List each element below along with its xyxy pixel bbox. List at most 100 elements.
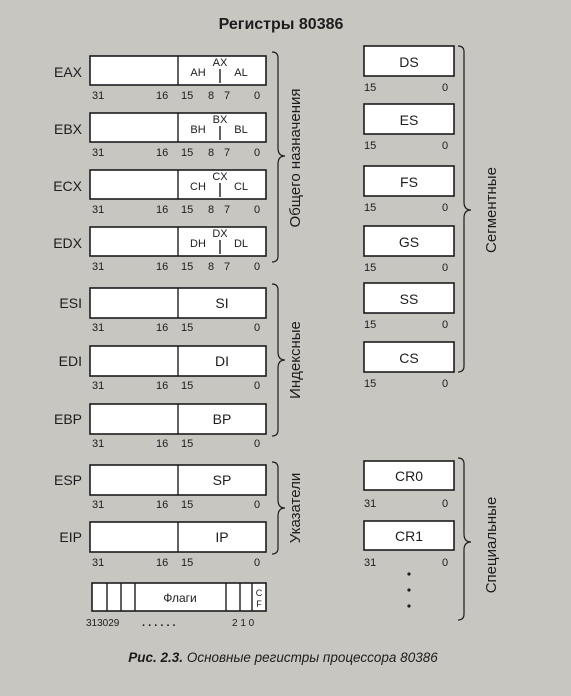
svg-text:0: 0	[442, 378, 448, 390]
register-name-edx: EDX	[53, 235, 82, 251]
high-byte-label-ah: AH	[190, 67, 205, 79]
svg-text:15: 15	[181, 438, 193, 450]
register-name-eax: EAX	[54, 64, 83, 80]
low-byte-label-cl: CL	[234, 181, 248, 193]
svg-text:16: 16	[156, 147, 168, 159]
segment-register-ss: SS 15 0	[363, 282, 455, 331]
bit-scale-ebp: 31 16 15 0	[92, 438, 260, 450]
control-name-cr0: CR0	[395, 468, 423, 484]
svg-text:0: 0	[442, 140, 448, 152]
figure-title: Регистры 80386	[219, 16, 344, 33]
segment-register-es: ES 15 0	[363, 103, 455, 152]
svg-text:31: 31	[92, 90, 104, 102]
low-byte-label-al: AL	[234, 67, 247, 79]
brace-segment	[457, 45, 472, 373]
svg-text:0: 0	[254, 380, 260, 392]
segment-name-es: ES	[400, 112, 419, 128]
low-word-label-si: SI	[215, 295, 228, 311]
svg-text:15: 15	[364, 82, 376, 94]
svg-text:15: 15	[181, 204, 193, 216]
svg-text:7: 7	[224, 261, 230, 273]
low-word-label-sp: SP	[213, 472, 232, 488]
svg-text:0: 0	[254, 499, 260, 511]
low-word-label-di: DI	[215, 353, 229, 369]
bit-scale-ebx: 31 16 15 8 7 0	[92, 147, 260, 159]
word-label-bx: BX	[213, 114, 228, 126]
svg-text:16: 16	[156, 499, 168, 511]
svg-text:31: 31	[92, 261, 104, 273]
brace-special	[457, 457, 472, 621]
carry-flag-label-f: F	[256, 599, 262, 609]
carry-flag-label-c: C	[256, 588, 263, 598]
svg-text:16: 16	[156, 90, 168, 102]
segment-name-ss: SS	[400, 291, 419, 307]
register-name-ebx: EBX	[54, 121, 83, 137]
control-register-cr0: CR0 31 0	[363, 460, 455, 510]
bit-scale-eax: 31 16 15 8 7 0	[92, 90, 260, 102]
svg-text:31: 31	[364, 498, 376, 510]
svg-text:0: 0	[254, 557, 260, 569]
svg-text:16: 16	[156, 557, 168, 569]
svg-text:15: 15	[181, 261, 193, 273]
svg-text:31: 31	[92, 204, 104, 216]
bit-scale-ecx: 31 16 15 8 7 0	[92, 204, 260, 216]
svg-text:0: 0	[254, 438, 260, 450]
bit-scale-edi: 31 16 15 0	[92, 380, 260, 392]
register-name-esp: ESP	[54, 472, 82, 488]
group-label-general: Общего назначения	[287, 89, 304, 228]
svg-text:16: 16	[156, 380, 168, 392]
svg-text:31: 31	[92, 438, 104, 450]
register-name-ebp: EBP	[54, 411, 82, 427]
bit-scale-esi: 31 16 15 0	[92, 322, 260, 334]
segment-name-cs: CS	[399, 350, 418, 366]
svg-text:31: 31	[92, 557, 104, 569]
svg-text:15: 15	[364, 319, 376, 331]
low-word-label-bp: BP	[213, 411, 232, 427]
svg-text:8: 8	[208, 204, 214, 216]
high-byte-label-bh: BH	[190, 124, 205, 136]
control-register-cr1: CR1 31 0	[363, 520, 455, 569]
high-byte-label-ch: CH	[190, 181, 206, 193]
brace-index	[271, 283, 286, 437]
svg-text:15: 15	[364, 140, 376, 152]
control-register-more-dots	[407, 572, 411, 608]
svg-text:0: 0	[442, 262, 448, 274]
svg-text:31: 31	[92, 147, 104, 159]
segment-register-cs: CS 15 0	[363, 341, 455, 390]
svg-text:8: 8	[208, 90, 214, 102]
svg-text:15: 15	[181, 499, 193, 511]
svg-text:0: 0	[442, 498, 448, 510]
svg-text:7: 7	[224, 147, 230, 159]
svg-text:0: 0	[442, 82, 448, 94]
svg-text:8: 8	[208, 261, 214, 273]
flags-bits-left: 313029	[86, 618, 120, 629]
svg-text:0: 0	[442, 202, 448, 214]
svg-text:15: 15	[364, 262, 376, 274]
flags-bits-right: 2 1 0	[232, 618, 255, 629]
segment-name-fs: FS	[400, 174, 418, 190]
svg-text:31: 31	[92, 380, 104, 392]
svg-text:16: 16	[156, 204, 168, 216]
group-label-segment: Сегментные	[483, 167, 500, 253]
figure-caption: Рис. 2.3. Основные регистры процессора 8…	[128, 650, 438, 665]
low-word-label-ip: IP	[215, 529, 228, 545]
svg-text:16: 16	[156, 322, 168, 334]
svg-text:15: 15	[181, 380, 193, 392]
svg-text:15: 15	[364, 378, 376, 390]
caption-text: Основные регистры процессора 80386	[187, 650, 438, 665]
bit-scale-esp: 31 16 15 0	[92, 499, 260, 511]
svg-text:0: 0	[442, 319, 448, 331]
segment-register-ds: DS 15 0	[363, 45, 455, 94]
svg-text:0: 0	[254, 147, 260, 159]
segment-register-gs: GS 15 0	[363, 225, 455, 274]
svg-text:15: 15	[364, 202, 376, 214]
register-name-ecx: ECX	[53, 178, 82, 194]
brace-pointers	[271, 461, 286, 555]
svg-text:15: 15	[181, 90, 193, 102]
brace-general	[271, 51, 286, 263]
high-byte-label-dh: DH	[190, 238, 206, 250]
low-byte-label-bl: BL	[234, 124, 247, 136]
segment-name-ds: DS	[399, 54, 418, 70]
